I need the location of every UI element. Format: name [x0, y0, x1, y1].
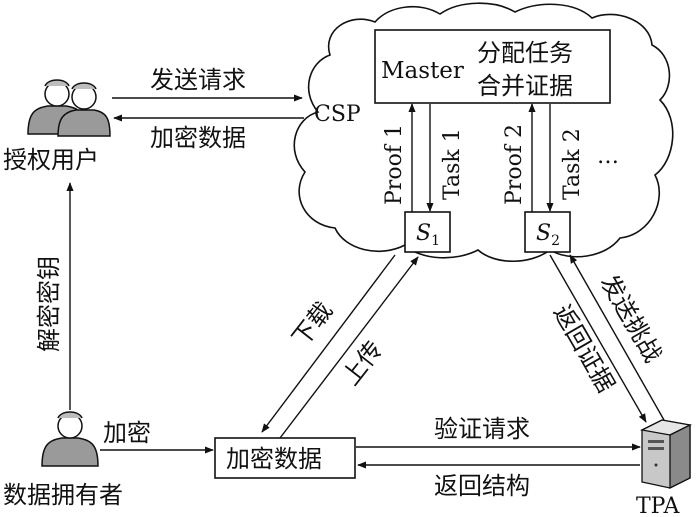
decrypt-key-label: 解密密钥	[35, 256, 63, 352]
authorized-user-label: 授权用户	[3, 146, 99, 174]
return-result-label: 返回结构	[434, 472, 530, 500]
tpa-server-icon	[639, 419, 693, 490]
ellipsis-label: …	[597, 144, 619, 169]
csp-label: CSP	[314, 102, 361, 127]
master-box	[374, 29, 611, 104]
challenge-arrow	[569, 254, 665, 421]
assign-tasks-label: 分配任务	[477, 39, 573, 67]
encrypt-label: 加密	[103, 419, 151, 447]
encrypted-data-label: 加密数据	[150, 124, 246, 152]
task2-label: Task 2	[560, 128, 585, 200]
data-owner-label: 数据拥有者	[3, 481, 123, 509]
task1-label: Task 1	[440, 128, 465, 200]
upload-label: 上传	[337, 336, 389, 391]
proof1-label: Proof 1	[382, 124, 407, 205]
data-owner-icon	[41, 411, 99, 467]
verify-request-label: 验证请求	[434, 415, 530, 443]
merge-proofs-label: 合并证据	[477, 72, 573, 100]
return-proof-arrow	[549, 254, 647, 423]
download-arrow	[261, 254, 396, 433]
master-label: Master	[381, 58, 464, 84]
s2-label: S2	[536, 221, 560, 249]
tpa-label: TPA	[636, 494, 680, 517]
s1-label: S1	[416, 221, 440, 249]
authorized-user-icon	[27, 79, 111, 137]
encrypted-data-box	[214, 437, 356, 479]
send-request-label: 发送请求	[150, 66, 246, 94]
proof2-label: Proof 2	[502, 124, 527, 205]
encrypted-data-box-label: 加密数据	[226, 445, 322, 473]
s1-box	[404, 211, 451, 253]
download-label: 下载	[287, 297, 339, 352]
upload-arrow	[279, 256, 419, 439]
s2-box	[524, 211, 571, 253]
